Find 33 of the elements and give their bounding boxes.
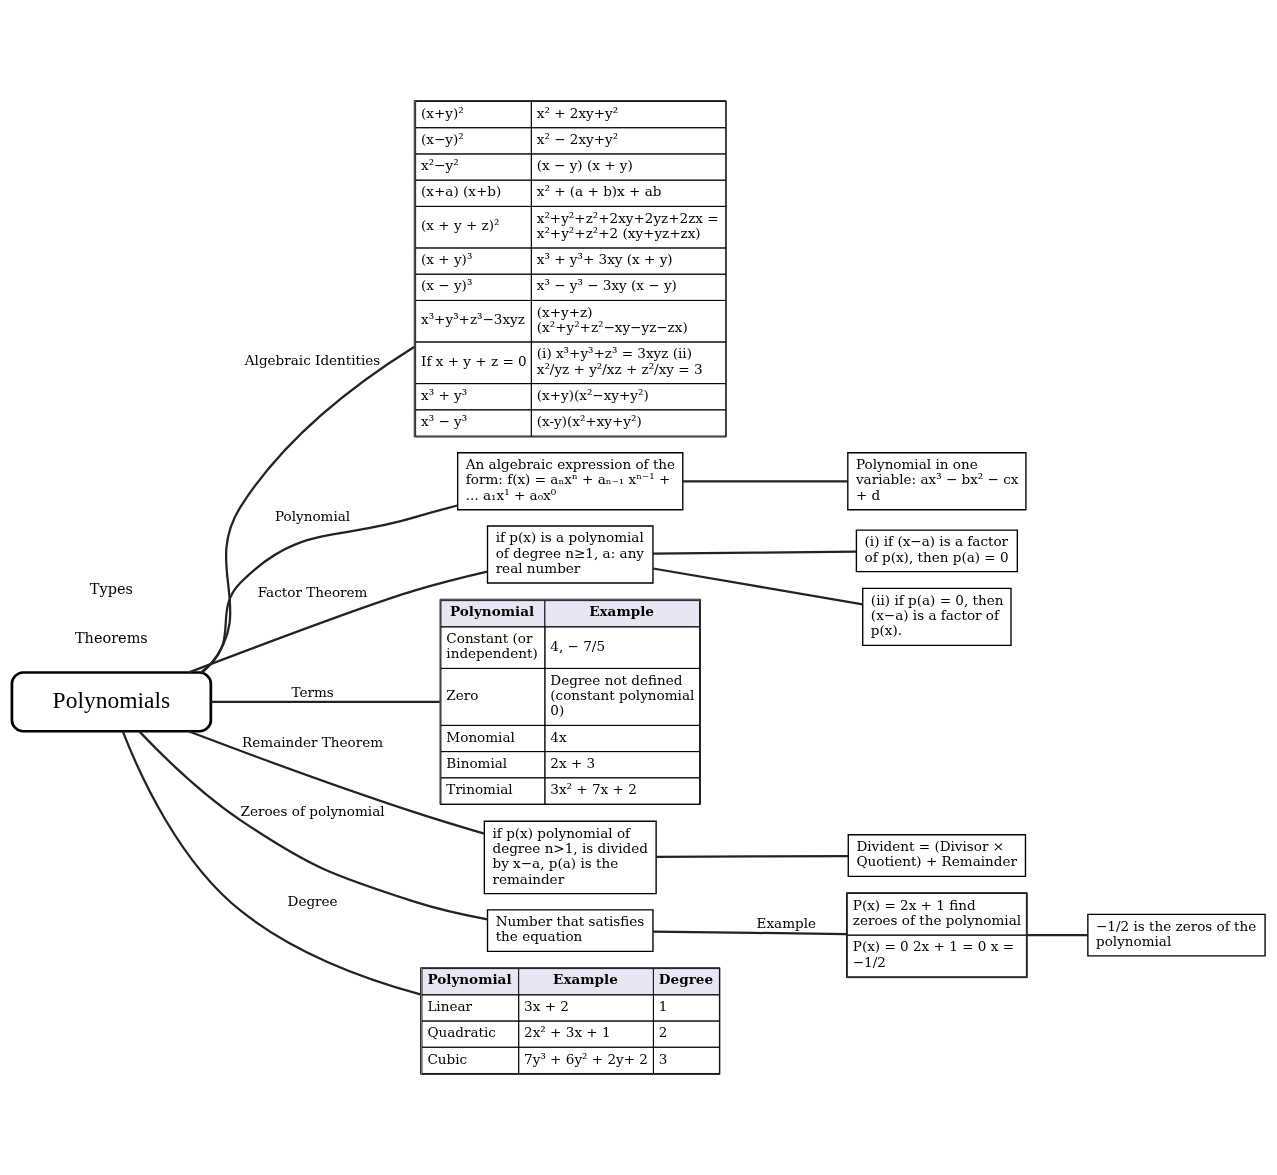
connector [121,730,421,996]
connector [188,570,488,674]
edge-label: Terms [291,684,334,701]
connector [201,345,415,674]
connector [656,854,849,859]
connector [210,700,440,703]
node-box: Polynomials [10,671,213,733]
node-box: Polynomial in one variable: ax³ − bx² − cx + d [847,452,1027,511]
node-box: (ii) if p(a) = 0, then (x−a) is a factor of p(x). [862,587,1012,647]
edge-label: Degree [287,893,338,910]
connector [1027,934,1088,937]
label: Theorems [74,629,148,646]
edge-label: Example [756,914,817,931]
edge-label: Polynomial [274,508,351,525]
label: Types [89,581,133,598]
node-box: (i) if (x−a) is a factor of p(x), then p(a) = 0 [855,529,1018,573]
connector [200,504,458,674]
connector [653,930,847,936]
edge-label: Algebraic Identities [244,351,381,368]
connector [653,550,857,555]
edge-label: Remainder Theorem [242,734,384,751]
connector [188,730,485,835]
node-box: −1/2 is the zeros of the polynomial [1087,913,1266,957]
edge-label: Zeroes of polynomial [240,802,385,819]
node-box: An algebraic expression of the form: f(x) = aₙxⁿ + aₙ₋₁ xⁿ⁻¹ + ... a₁x¹ + a₀x⁰ [457,452,684,511]
node-box: if p(x) is a polynomial of degree n≥1, a: any real number [486,525,654,584]
connector [652,567,863,606]
connector [138,730,488,921]
node-box: Number that satisfies the equation [486,909,654,953]
edge-label: Factor Theorem [257,583,368,600]
node-box: Divident = (Divisor × Quotient) + Remainder [847,834,1027,878]
connector [682,480,848,483]
node-box: if p(x) polynomial of degree n>1, is divided by x−a, p(a) is the remainder [483,820,657,895]
